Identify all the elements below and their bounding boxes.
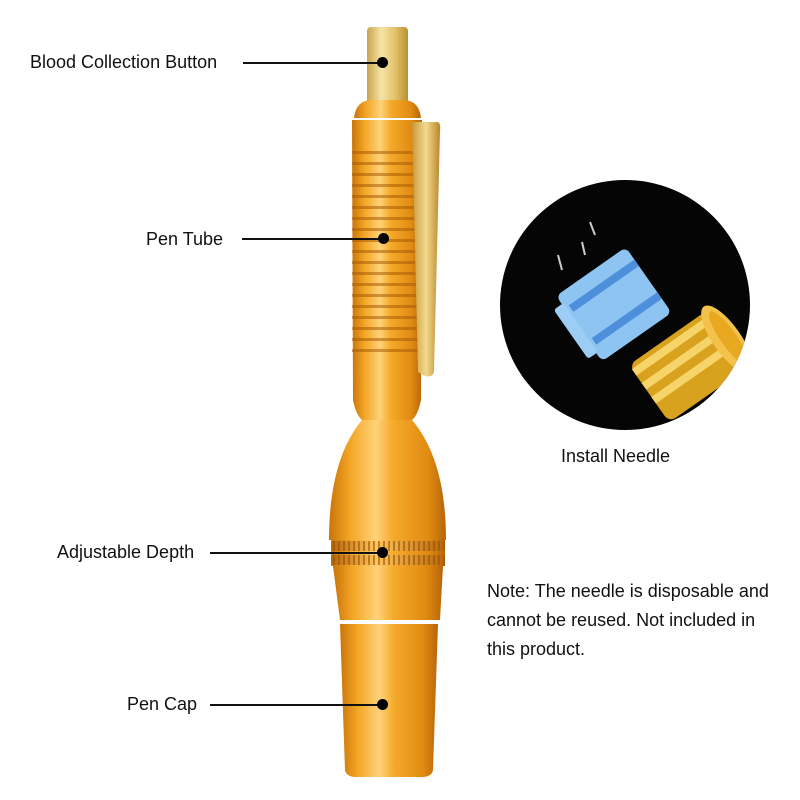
callout-dot [377,547,388,558]
disposable-needle-note: Note: The needle is disposable and canno… [487,581,769,659]
leader-line [210,552,382,554]
callout-adjustable-depth: Adjustable Depth [57,542,195,562]
install-needle-inset [500,180,750,430]
blood-collection-button-shape [354,27,421,118]
leader-line [243,62,383,64]
leader-line [210,704,382,706]
callout-pen-cap: Pen Cap [127,694,198,714]
callout-blood-collection-button: Blood Collection Button [30,52,218,72]
leader-line [242,238,384,240]
needle-hub-illustration [554,221,750,420]
callout-dot [378,233,389,244]
callout-pen-tube: Pen Tube [146,229,224,249]
callout-dot [377,57,388,68]
inset-caption: Install Needle [561,446,671,466]
callout-dot [377,699,388,710]
